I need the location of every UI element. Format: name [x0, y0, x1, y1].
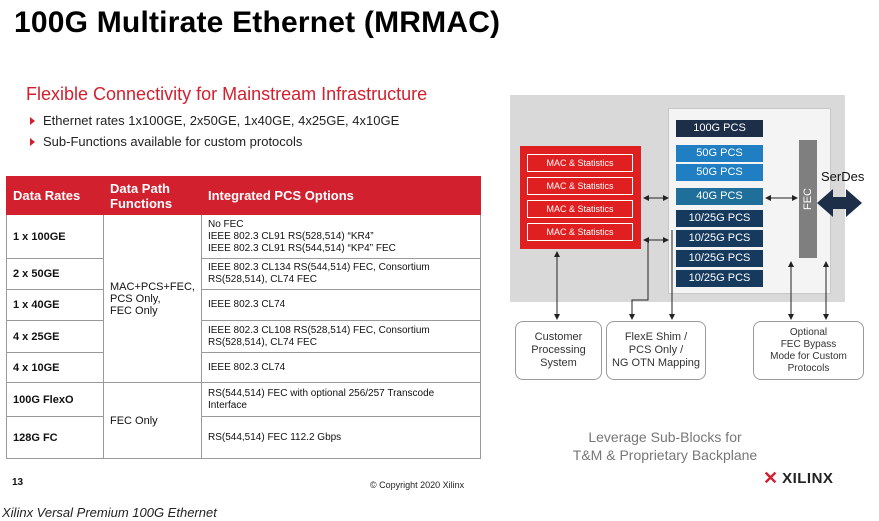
box-line: NG OTN Mapping	[611, 357, 701, 369]
pcs-line: IEEE 802.3 CL91 RS(544,514) “KP4” FEC	[207, 242, 396, 254]
customer-processing-box: Customer Processing System	[515, 321, 602, 380]
pcs-block: 10/25G PCS	[676, 230, 763, 247]
xilinx-logo: ✕ XILINX	[763, 468, 833, 489]
pcs-line: RS(544,514) FEC with optional 256/257 Tr…	[207, 387, 435, 399]
rate-cell: 4 x 25GE	[6, 320, 104, 353]
rate-cell: 1 x 100GE	[6, 214, 104, 259]
image-caption: Xilinx Versal Premium 100G Ethernet	[2, 505, 217, 520]
box-line: Mode for Custom	[770, 350, 847, 362]
mac-statistics-block: MAC & Statistics	[527, 177, 633, 195]
pcs-block: 40G PCS	[676, 188, 763, 205]
mac-statistics-block: MAC & Statistics	[527, 200, 633, 218]
rate-cell: 4 x 10GE	[6, 352, 104, 383]
leverage-line: T&M & Proprietary Backplane	[572, 447, 758, 463]
page-number: 13	[12, 477, 24, 488]
header-pcs-options: Integrated PCS Options	[200, 176, 482, 215]
functions-line: MAC+PCS+FEC,	[110, 280, 195, 293]
bullet-item: Ethernet rates 1x100GE, 2x50GE, 1x40GE, …	[30, 113, 399, 128]
pcs-line: IEEE 802.3 CL108 RS(528,514) FEC, Consor…	[207, 324, 430, 336]
bullet-text: Sub-Functions available for custom proto…	[43, 134, 303, 149]
box-line: PCS Only /	[628, 344, 684, 356]
pcs-block: 50G PCS	[676, 164, 763, 181]
functions-cell: MAC+PCS+FEC, PCS Only, FEC Only	[103, 214, 202, 383]
pcs-block: 10/25G PCS	[676, 250, 763, 267]
fec-bypass-box: Optional FEC Bypass Mode for Custom Prot…	[753, 321, 864, 380]
slide-subtitle: Flexible Connectivity for Mainstream Inf…	[26, 84, 428, 104]
rate-cell: 1 x 40GE	[6, 289, 104, 321]
mac-flexe-path	[629, 240, 649, 320]
serdes-label: SerDes	[821, 169, 865, 184]
pcs-line: RS(528,514), CL74 FEC	[207, 336, 317, 348]
pcs-line: IEEE 802.3 CL134 RS(544,514) FEC, Consor…	[207, 262, 430, 273]
functions-cell: FEC Only	[103, 382, 202, 459]
table-row: 1 x 40GE IEEE 802.3 CL74	[6, 289, 482, 321]
mac-statistics-block: MAC & Statistics	[527, 154, 633, 172]
xilinx-wordmark: XILINX	[782, 470, 834, 487]
table-row: 128G FC RS(544,514) FEC 112.2 Gbps	[6, 416, 482, 459]
table-row: 100G FlexO FEC Only RS(544,514) FEC with…	[6, 382, 482, 459]
pcs-line: IEEE 802.3 CL74	[207, 361, 286, 373]
table-row: 4 x 25GE IEEE 802.3 CL108 RS(528,514) FE…	[6, 320, 482, 353]
header-data-path-functions: Data Path Functions	[103, 176, 202, 215]
box-line: FlexE Shim /	[624, 331, 688, 343]
pcs-line: RS(544,514) FEC 112.2 Gbps	[207, 431, 342, 443]
box-line: Protocols	[787, 362, 830, 374]
table-row: 1 x 100GE MAC+PCS+FEC, PCS Only, FEC Onl…	[6, 214, 482, 383]
rate-cell: 128G FC	[6, 416, 104, 459]
pcs-block: 100G PCS	[676, 120, 763, 137]
functions-line: FEC Only	[110, 304, 158, 317]
pcs-line: IEEE 802.3 CL74	[207, 299, 286, 310]
serdes-arrow-icon	[817, 189, 862, 217]
functions-line: PCS Only,	[110, 292, 161, 305]
pcs-line: IEEE 802.3 CL91 RS(528,514) “KR4”	[207, 230, 374, 242]
rate-cell: 2 x 50GE	[6, 258, 104, 290]
bullet-arrow-icon	[30, 116, 35, 125]
mac-statistics-block: MAC & Statistics	[527, 223, 633, 241]
pcs-line: RS(528,514), CL74 FEC	[207, 274, 317, 285]
rates-table: Data Rates Data Path Functions Integrate…	[6, 176, 482, 459]
bullet-text: Ethernet rates 1x100GE, 2x50GE, 1x40GE, …	[43, 113, 400, 128]
pcs-cell: IEEE 802.3 CL74	[200, 289, 482, 321]
pcs-block: 10/25G PCS	[676, 270, 763, 287]
box-line: Customer	[534, 331, 583, 343]
flexe-shim-box: FlexE Shim / PCS Only / NG OTN Mapping	[606, 321, 706, 380]
mac-group: MAC & Statistics MAC & Statistics MAC & …	[520, 146, 641, 249]
rate-cell: 100G FlexO	[6, 382, 104, 417]
pcs-cell: RS(544,514) FEC with optional 256/257 Tr…	[200, 382, 482, 417]
box-line: Optional	[789, 326, 828, 338]
pcs-line: No FEC	[207, 218, 244, 230]
leverage-text: Leverage Sub-Blocks for T&M & Proprietar…	[540, 428, 790, 464]
box-line: System	[540, 357, 577, 369]
pcs-cell: RS(544,514) FEC 112.2 Gbps	[200, 416, 482, 459]
leverage-line: Leverage Sub-Blocks for	[588, 429, 742, 445]
pcs-block: 10/25G PCS	[676, 210, 763, 227]
pcs-line: Interface	[207, 399, 247, 411]
copyright-text: © Copyright 2020 Xilinx	[370, 480, 465, 490]
fec-block: FEC	[799, 140, 817, 258]
bullet-arrow-icon	[30, 137, 35, 146]
pcs-block: 50G PCS	[676, 145, 763, 162]
table-row: 4 x 10GE IEEE 802.3 CL74	[6, 352, 482, 383]
box-line: Processing	[531, 344, 586, 356]
xilinx-x-icon: ✕	[763, 468, 779, 488]
slide-title: 100G Multirate Ethernet (MRMAC)	[14, 6, 501, 39]
bullet-item: Sub-Functions available for custom proto…	[30, 134, 302, 149]
box-line: FEC Bypass	[780, 338, 837, 350]
pcs-cell: No FEC IEEE 802.3 CL91 RS(528,514) “KR4”…	[200, 214, 482, 259]
table-row: 2 x 50GE IEEE 802.3 CL134 RS(544,514) FE…	[6, 258, 482, 290]
